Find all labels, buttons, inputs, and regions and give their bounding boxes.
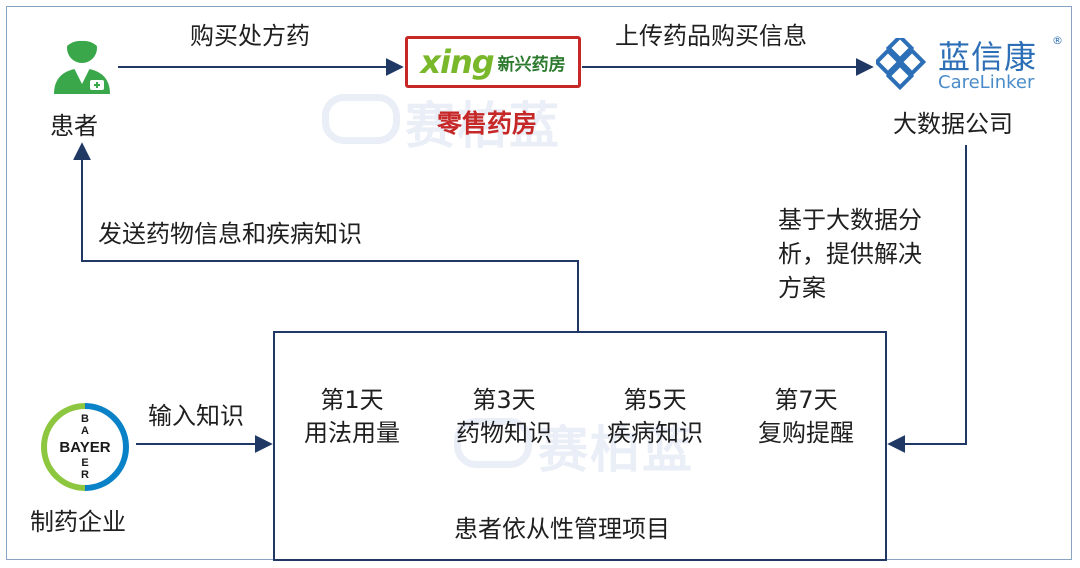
edge-label-buy-prescription: 购买处方药 [190, 22, 310, 50]
edge-label-send-info: 发送药物信息和疾病知识 [98, 220, 362, 248]
program-day-7: 第7天 复购提醒 [736, 384, 876, 450]
day-3-label: 第3天 [472, 386, 536, 414]
pharmacy-label: 零售药房 [437, 109, 538, 138]
day-5-topic: 疾病知识 [607, 419, 703, 447]
day-3-topic: 药物知识 [456, 419, 552, 447]
carelinker-registered-mark: ® [1052, 34, 1063, 47]
solution-line-2: 析，提供解决 [778, 240, 922, 268]
day-7-topic: 复购提醒 [758, 419, 854, 447]
pharma-label: 制药企业 [30, 508, 126, 536]
patient-label: 患者 [50, 112, 98, 140]
edge-bigdata-to-program [887, 145, 967, 453]
xing-wordmark: xing [420, 43, 494, 81]
carelinker-logo: 蓝信康 ® CareLinker [876, 34, 1066, 94]
watermark-top: 赛柏蓝 [405, 97, 561, 155]
xing-pharmacy-logo: xing 新兴药房 [405, 36, 581, 88]
day-5-label: 第5天 [623, 386, 687, 414]
day-1-label: 第1天 [320, 386, 384, 414]
compliance-program-box [273, 331, 887, 561]
program-day-1: 第1天 用法用量 [282, 384, 422, 450]
watermark-logo-bottom [454, 418, 532, 468]
solution-line-1: 基于大数据分 [778, 206, 922, 234]
solution-line-3: 方案 [778, 274, 826, 302]
edge-program-to-patient [73, 142, 579, 331]
carelinker-name-en: CareLinker [938, 72, 1035, 93]
program-day-5: 第5天 疾病知识 [585, 384, 725, 450]
doctor-patient-icon [54, 32, 110, 94]
edge-label-input-knowledge: 输入知识 [148, 402, 244, 430]
watermark-bottom: 赛柏蓝 [538, 421, 694, 479]
day-7-label: 第7天 [774, 386, 838, 414]
bayer-horizontal-text: BAYER [59, 439, 110, 456]
program-day-3: 第3天 药物知识 [434, 384, 574, 450]
day-1-topic: 用法用量 [304, 419, 400, 447]
carelinker-mark-icon [876, 38, 927, 91]
edge-label-upload-purchase: 上传药品购买信息 [615, 22, 807, 50]
watermark-logo-top [322, 94, 400, 144]
xing-name: 新兴药房 [497, 54, 566, 75]
bigdata-label: 大数据公司 [893, 110, 1013, 138]
carelinker-name-cn: 蓝信康 [938, 38, 1038, 76]
program-title: 患者依从性管理项目 [454, 515, 670, 543]
